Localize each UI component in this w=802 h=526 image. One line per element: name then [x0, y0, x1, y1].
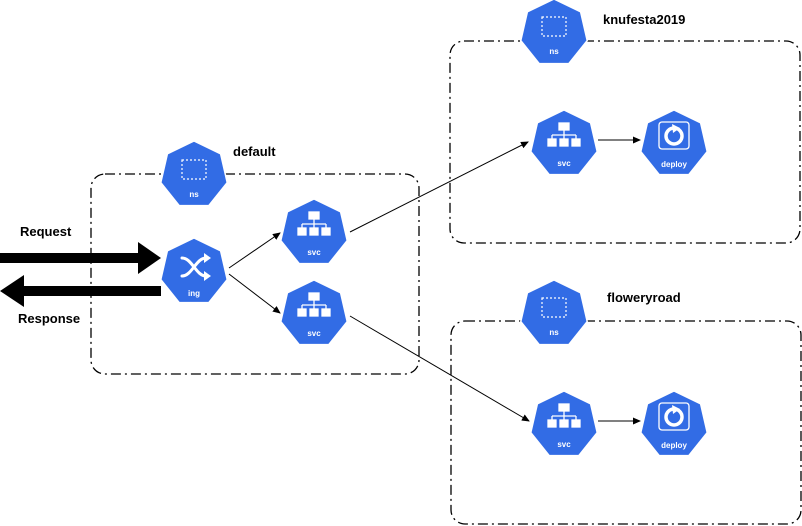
svg-text:ns: ns — [189, 190, 199, 199]
svg-text:svc: svc — [557, 440, 571, 449]
svg-text:svc: svc — [307, 248, 321, 257]
namespace-box-default — [90, 173, 420, 375]
service-icon: svc — [280, 279, 348, 346]
svg-text:svc: svc — [557, 159, 571, 168]
namespace-label-default: default — [233, 144, 276, 159]
svg-text:ing: ing — [188, 289, 200, 298]
svg-text:deploy: deploy — [661, 160, 687, 169]
service-icon: svc — [530, 390, 598, 457]
svg-text:deploy: deploy — [661, 441, 687, 450]
request-arrow — [0, 242, 161, 274]
namespace-icon: ns — [520, 0, 588, 65]
namespace-box-floweryroad — [450, 320, 802, 525]
svg-text:ns: ns — [549, 328, 559, 337]
edge-svc2-to-floweryroad-svc — [349, 315, 530, 422]
namespace-box-knufesta2019 — [449, 40, 801, 244]
deployment-icon: deploy — [640, 390, 708, 457]
service-icon: svc — [280, 198, 348, 265]
svg-text:ns: ns — [549, 47, 559, 56]
ingress-icon: ing — [160, 237, 228, 304]
response-arrow — [0, 275, 161, 307]
deployment-icon: deploy — [640, 109, 708, 176]
edge-svc1-to-knufesta-svc — [349, 141, 529, 233]
edge-ing-to-svc2 — [228, 273, 281, 314]
namespace-icon: ns — [160, 140, 228, 207]
namespace-label-floweryroad: floweryroad — [607, 290, 681, 305]
edge-ing-to-svc1 — [228, 232, 281, 269]
request-label: Request — [20, 224, 72, 239]
service-icon: svc — [530, 109, 598, 176]
namespace-label-knufesta2019: knufesta2019 — [603, 12, 685, 27]
svg-text:svc: svc — [307, 329, 321, 338]
namespace-icon: ns — [520, 279, 588, 346]
response-label: Response — [18, 311, 80, 326]
